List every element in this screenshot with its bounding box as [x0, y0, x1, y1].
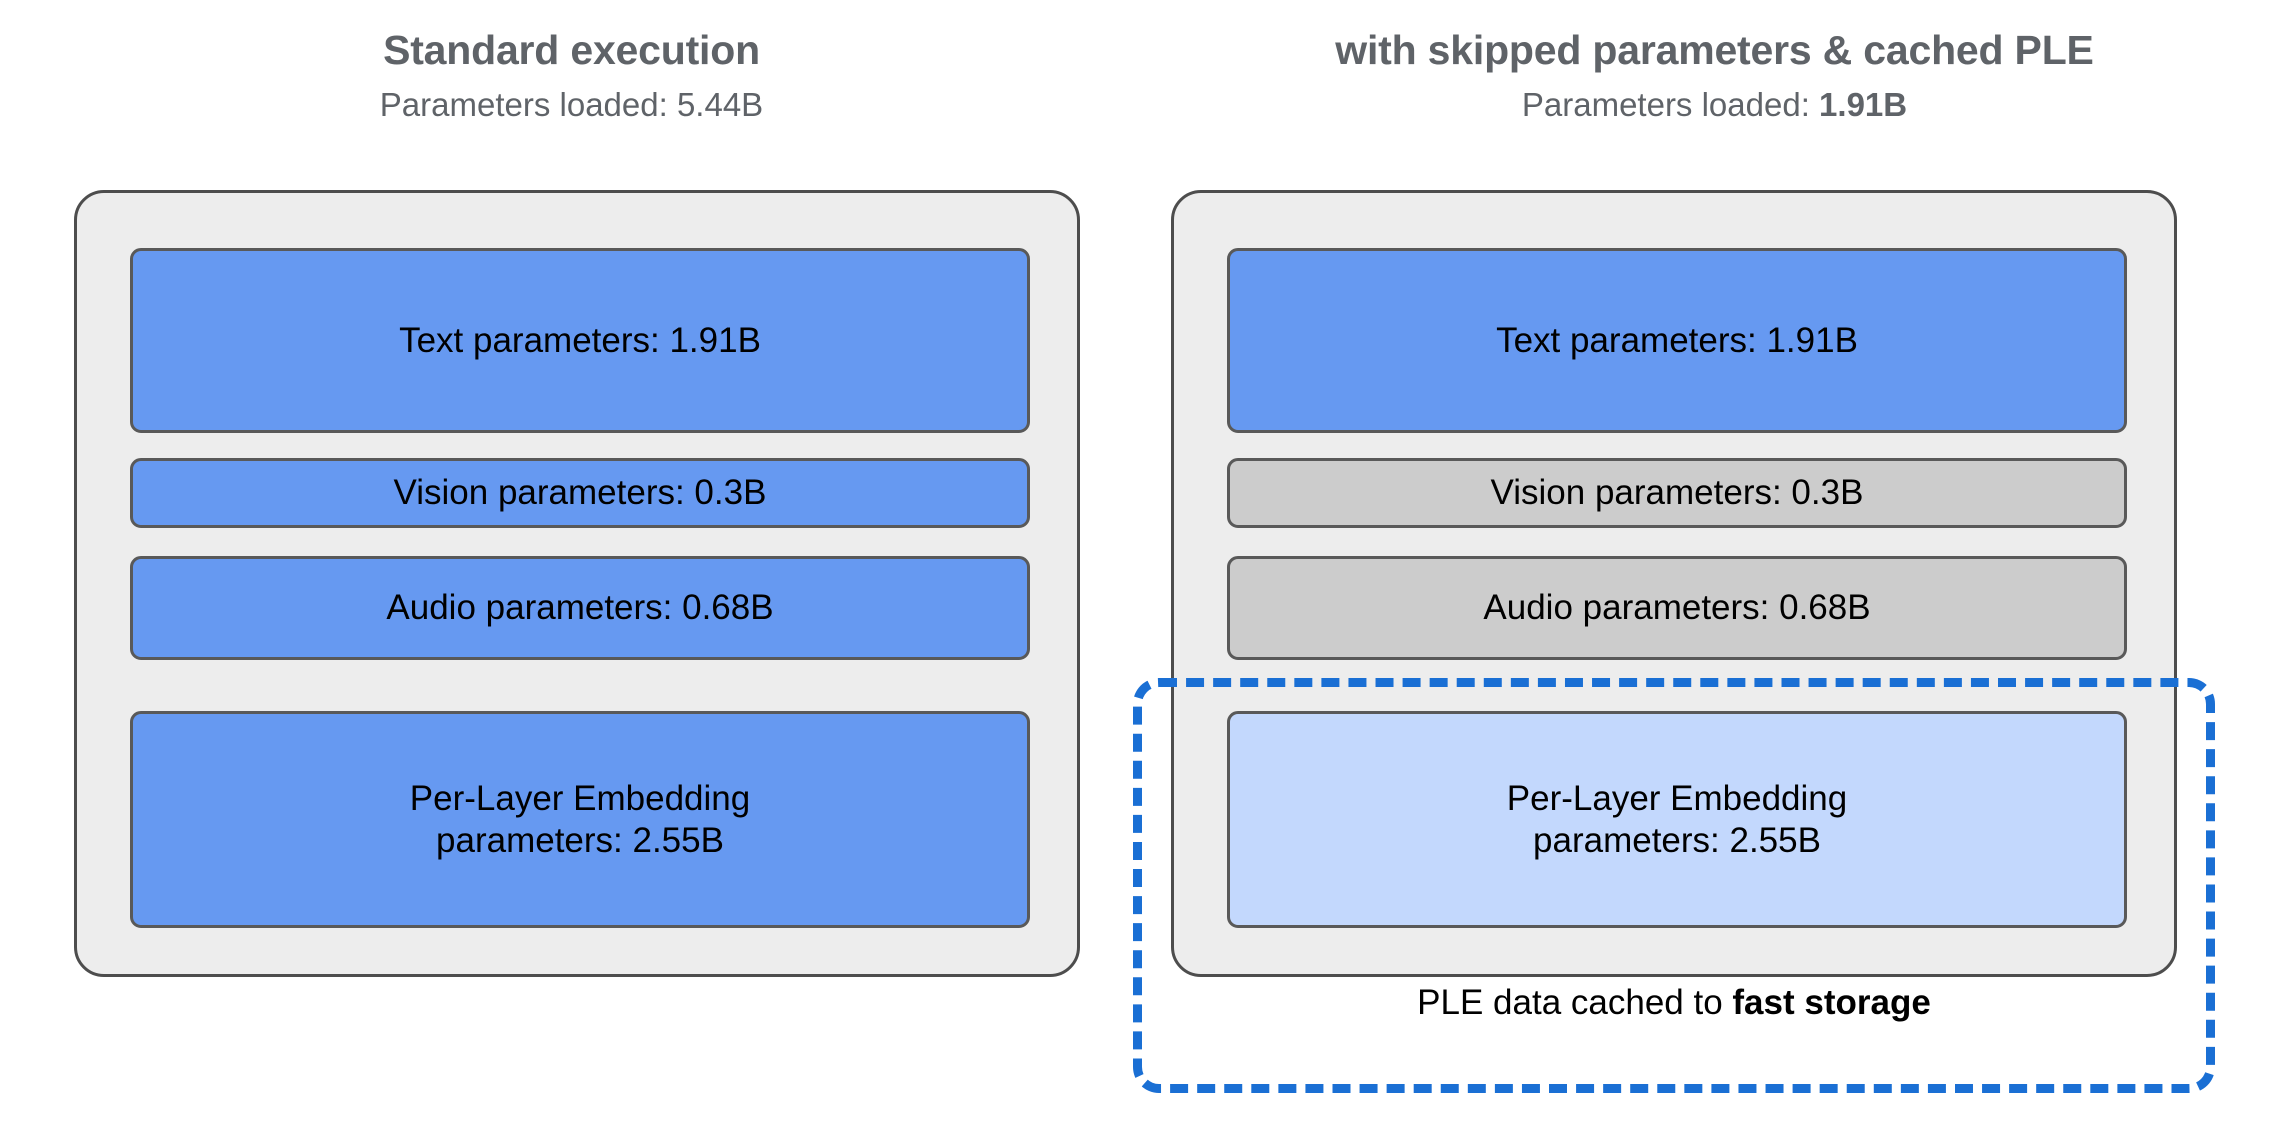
vision-parameters-label: Vision parameters: 0.3B	[393, 473, 767, 513]
cache-caption: PLE data cached to fast storage	[1171, 985, 2177, 1020]
ple-parameters-box: Per-Layer Embedding parameters: 2.55B	[130, 711, 1030, 928]
panel-subheading: Parameters loaded: 1.91B	[1143, 88, 2286, 121]
panel-skipped-cached: with skipped parameters & cached PLE Par…	[1133, 0, 2286, 1134]
ple-parameters-label-line1: Per-Layer Embedding	[1506, 779, 1848, 819]
memory-container: Text parameters: 1.91B Vision parameters…	[1171, 190, 2177, 977]
memory-container: Text parameters: 1.91B Vision parameters…	[74, 190, 1080, 977]
audio-parameters-label: Audio parameters: 0.68B	[1483, 588, 1871, 628]
subheading-prefix: Parameters loaded:	[1521, 86, 1820, 123]
text-parameters-box: Text parameters: 1.91B	[130, 248, 1030, 433]
subheading-prefix: Parameters loaded:	[379, 86, 677, 123]
ple-parameters-label: Per-Layer Embedding parameters: 2.55B	[1507, 778, 1847, 861]
panel-heading: with skipped parameters & cached PLE	[1335, 27, 2094, 73]
subheading-value: 1.91B	[1819, 86, 1908, 123]
vision-parameters-label: Vision parameters: 0.3B	[1490, 473, 1864, 513]
vision-parameters-box: Vision parameters: 0.3B	[1227, 458, 2127, 528]
audio-parameters-box: Audio parameters: 0.68B	[1227, 556, 2127, 660]
ple-parameters-label-line2: parameters: 2.55B	[1533, 820, 1821, 860]
cache-caption-emphasis: fast storage	[1732, 983, 1931, 1022]
audio-parameters-box: Audio parameters: 0.68B	[130, 556, 1030, 660]
subheading-value: 5.44B	[676, 86, 764, 123]
ple-parameters-box: Per-Layer Embedding parameters: 2.55B	[1227, 711, 2127, 928]
vision-parameters-box: Vision parameters: 0.3B	[130, 458, 1030, 528]
cache-caption-prefix: PLE data cached to	[1417, 983, 1733, 1022]
ple-parameters-label-line2: parameters: 2.55B	[436, 820, 724, 860]
panel-heading: Standard execution	[383, 27, 760, 73]
ple-parameters-label-line1: Per-Layer Embedding	[409, 779, 751, 819]
audio-parameters-label: Audio parameters: 0.68B	[386, 588, 774, 628]
panel-subheading: Parameters loaded: 5.44B	[0, 88, 1143, 121]
ple-parameters-label: Per-Layer Embedding parameters: 2.55B	[410, 778, 750, 861]
panel-standard-execution: Standard execution Parameters loaded: 5.…	[0, 27, 1143, 977]
text-parameters-label: Text parameters: 1.91B	[1496, 320, 1858, 360]
text-parameters-box: Text parameters: 1.91B	[1227, 248, 2127, 433]
text-parameters-label: Text parameters: 1.91B	[399, 320, 761, 360]
